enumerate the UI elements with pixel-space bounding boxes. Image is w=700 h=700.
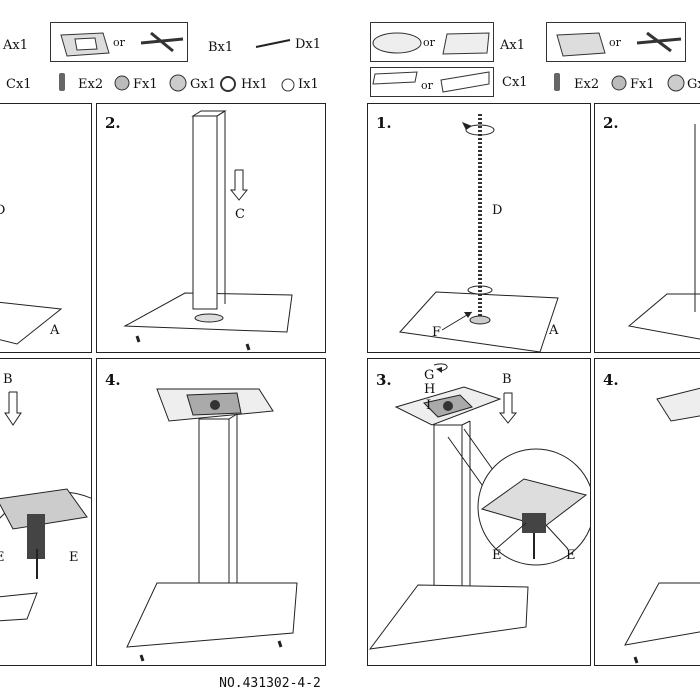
nut-g-icon [667,74,685,92]
left-step2-number: 2. [105,114,121,132]
left-step4-panel: 4. [96,358,326,666]
right-step1-label-d: D [492,203,503,218]
right-step1-label-a: A [549,323,559,338]
rotate-arrow-icon [467,285,493,295]
washer-i-icon [281,78,295,92]
bolt-e-icon [554,73,560,91]
right-part-f-qty: Fx1 [630,77,655,92]
part-e-qty: Ex2 [78,77,104,92]
down-arrow-icon [498,392,518,424]
right-part-c-icons [372,71,490,93]
part-d-qty: Dx1 [295,37,322,52]
left-step3-drawing [0,391,91,622]
right-step3-label-e2: E [566,548,576,563]
part-h-qty: Hx1 [241,77,268,92]
right-step3-panel: 3. G H I B E E [367,358,591,666]
right-step3-label-i: I [426,398,432,413]
right-part-a-box2: or [546,22,686,62]
part-a-icons [60,31,184,57]
down-arrow-icon [229,169,249,201]
right-step2-number: 2. [603,114,619,132]
part-a-or: or [113,36,125,49]
right-step4-drawing [624,387,700,664]
right-step3-label-b: B [502,372,512,387]
part-g-qty: Gx1 [190,77,216,92]
right-step4-panel: 4. [594,358,700,666]
left-step1-label-a: A [50,323,60,338]
right-part-a-box1: or [370,22,494,62]
left-step1-drawing [0,301,63,345]
right-step1-drawing [399,114,559,352]
right-part-a-icons2 [556,31,682,57]
right-step2-drawing [627,124,700,340]
left-step4-number: 4. [105,371,121,389]
down-arrow-icon [4,391,22,426]
left-step3-label-e2: E [69,550,79,565]
right-part-e-qty: Ex2 [574,77,600,92]
right-part-c-box: or [370,67,494,97]
washer-h-icon [220,76,236,92]
right-part-c-qty: Cx1 [502,75,528,90]
left-step1-panel: D A [0,103,92,353]
left-step2-panel: 2. C [96,103,326,353]
left-step2-drawing [123,110,293,351]
right-step2-panel: 2. [594,103,700,353]
left-step3-label-b: B [3,372,13,387]
nut-g-icon [169,74,187,92]
right-step3-drawing [368,363,590,650]
right-step3-number: 3. [376,371,392,389]
right-part-a-qty: Ax1 [500,38,525,53]
right-part-a-or1: or [423,36,435,49]
nut-f-icon [114,75,130,91]
left-step3-label-e1: E [0,551,5,564]
right-step1-panel: 1. D F A [367,103,591,353]
rotate-arrow-icon [433,363,448,373]
right-part-g-qty: Gx [687,77,700,92]
right-step3-label-g: G [424,368,435,383]
left-step3-panel: B E E [0,358,92,666]
nut-f-icon [611,75,627,91]
part-a-box: or [50,22,188,62]
right-step1-label-f: F [432,325,442,340]
part-c-qty: Cx1 [6,77,32,92]
bolt-e-icon [59,73,65,91]
part-i-qty: Ix1 [298,77,319,92]
right-step1-number: 1. [376,114,392,132]
part-b-qty: Bx1 [208,40,234,55]
right-part-a-or2: or [609,36,621,49]
right-part-a-icons [372,32,490,55]
document-number: NO.431302-4-2 [219,676,321,691]
right-part-c-or: or [421,79,433,92]
left-step4-drawing [126,388,298,662]
right-step3-label-e1: E [492,548,502,563]
right-step3-label-h: H [424,382,436,397]
part-a-qty: Ax1 [3,38,28,53]
left-step2-label-c: C [235,207,245,222]
right-step4-number: 4. [603,371,619,389]
left-step1-label-d: D [0,204,5,217]
part-f-qty: Fx1 [133,77,158,92]
